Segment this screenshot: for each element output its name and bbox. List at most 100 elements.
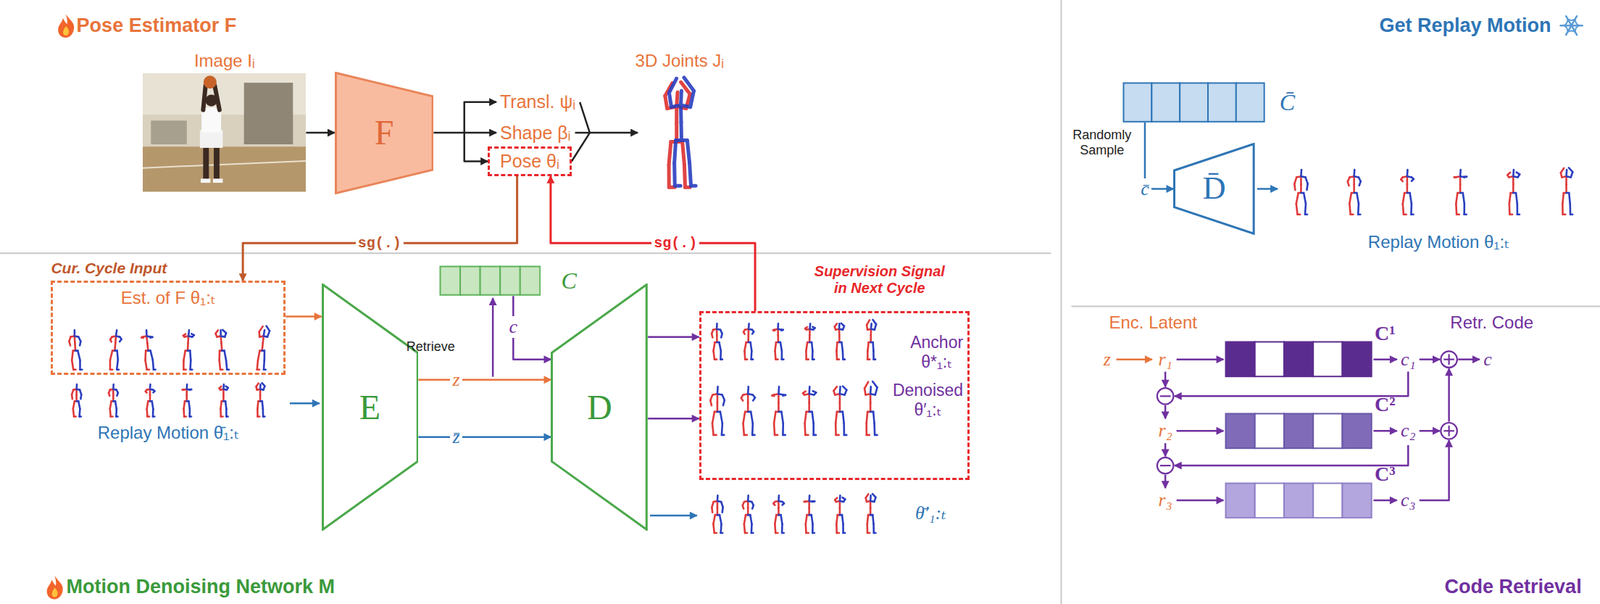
flow-note: Supervision Signal in Next Cycle — [810, 263, 950, 297]
bone — [669, 92, 672, 108]
bone — [872, 493, 876, 498]
bone — [777, 393, 780, 403]
bone — [1400, 178, 1403, 182]
codebook-cell — [1284, 482, 1314, 518]
bone — [1517, 213, 1520, 216]
bone — [774, 514, 777, 524]
player-arm — [203, 85, 206, 111]
codebook-cell — [1342, 413, 1372, 448]
bone — [866, 319, 870, 325]
bone — [873, 411, 874, 424]
bone — [152, 400, 154, 409]
bone — [263, 360, 266, 370]
bone — [182, 360, 185, 370]
photo-wall — [142, 73, 306, 192]
stick-figure — [1507, 169, 1520, 215]
flame-outer — [47, 575, 64, 599]
bone — [813, 434, 816, 437]
bone — [869, 393, 872, 403]
bone — [867, 514, 869, 524]
stick-figure — [741, 386, 756, 435]
bone — [781, 423, 785, 435]
trapezoid-outline — [322, 284, 418, 530]
bone — [1565, 176, 1568, 185]
bone — [110, 339, 112, 342]
arrow-line — [1164, 371, 1167, 387]
stick-figure — [1560, 167, 1573, 214]
codebook-cell — [1179, 82, 1208, 122]
decoder-trapezoid: D̄ — [1173, 142, 1256, 235]
bone — [869, 335, 872, 343]
math-symbol: c — [1483, 348, 1493, 371]
bone — [864, 381, 869, 389]
bone — [720, 357, 722, 361]
bone — [1456, 213, 1460, 216]
bone — [834, 423, 837, 435]
bone — [865, 423, 868, 435]
bone — [773, 350, 777, 360]
bone — [775, 357, 778, 361]
arrow-line — [1419, 429, 1440, 432]
codebook-cell — [500, 266, 521, 295]
bone — [744, 531, 748, 535]
bone — [773, 328, 775, 331]
bone — [714, 531, 717, 535]
stick-figure — [834, 323, 845, 360]
bone — [839, 393, 842, 403]
bone — [719, 514, 722, 524]
bone — [865, 493, 869, 498]
bone — [872, 514, 874, 524]
codebook-cell — [1313, 342, 1343, 377]
arrow-line — [1116, 357, 1153, 361]
bone — [115, 408, 118, 417]
bone — [1297, 213, 1300, 216]
bone — [147, 368, 150, 371]
bone — [1349, 192, 1352, 204]
bone — [68, 341, 71, 346]
bone — [113, 342, 116, 350]
stick-figure — [834, 494, 845, 533]
merge-line — [579, 102, 590, 133]
bone — [744, 434, 748, 437]
bone — [873, 531, 877, 535]
bone — [78, 408, 81, 417]
bone — [672, 163, 677, 186]
codebook-cell — [479, 266, 500, 295]
bone — [145, 391, 148, 393]
bone — [875, 386, 878, 395]
bone — [682, 142, 685, 165]
bone — [147, 400, 149, 409]
row-label: Anchor θ*₁:ₜ — [910, 332, 964, 372]
stick-figure — [865, 493, 877, 533]
arrow-line — [289, 402, 320, 405]
bone — [1406, 184, 1409, 193]
bone — [781, 328, 784, 331]
bone — [1349, 203, 1350, 215]
bone — [751, 357, 753, 361]
bone — [750, 514, 752, 524]
connector — [647, 417, 699, 420]
anchor-motion — [711, 319, 877, 360]
bone — [716, 402, 719, 412]
bone — [773, 328, 775, 332]
bone — [741, 397, 743, 401]
operator-bar — [1160, 464, 1172, 466]
bone — [771, 394, 774, 397]
bone — [1560, 168, 1564, 173]
bone — [226, 386, 229, 388]
arrow-line — [1373, 499, 1397, 502]
bone — [188, 408, 191, 417]
edge-label: sg(.) — [355, 234, 404, 252]
bone — [836, 514, 838, 524]
bone — [803, 423, 806, 435]
bone — [1410, 192, 1412, 204]
bone — [1568, 167, 1573, 172]
bone — [781, 531, 785, 535]
bone — [150, 335, 153, 338]
arrow-line — [1164, 442, 1167, 456]
bone — [1352, 184, 1356, 193]
estimate-box: Est. of F θ₁:ₜ — [50, 280, 286, 375]
bone — [812, 500, 815, 503]
math-symbol: r₂ — [1158, 419, 1173, 442]
arrow-line — [650, 514, 698, 517]
